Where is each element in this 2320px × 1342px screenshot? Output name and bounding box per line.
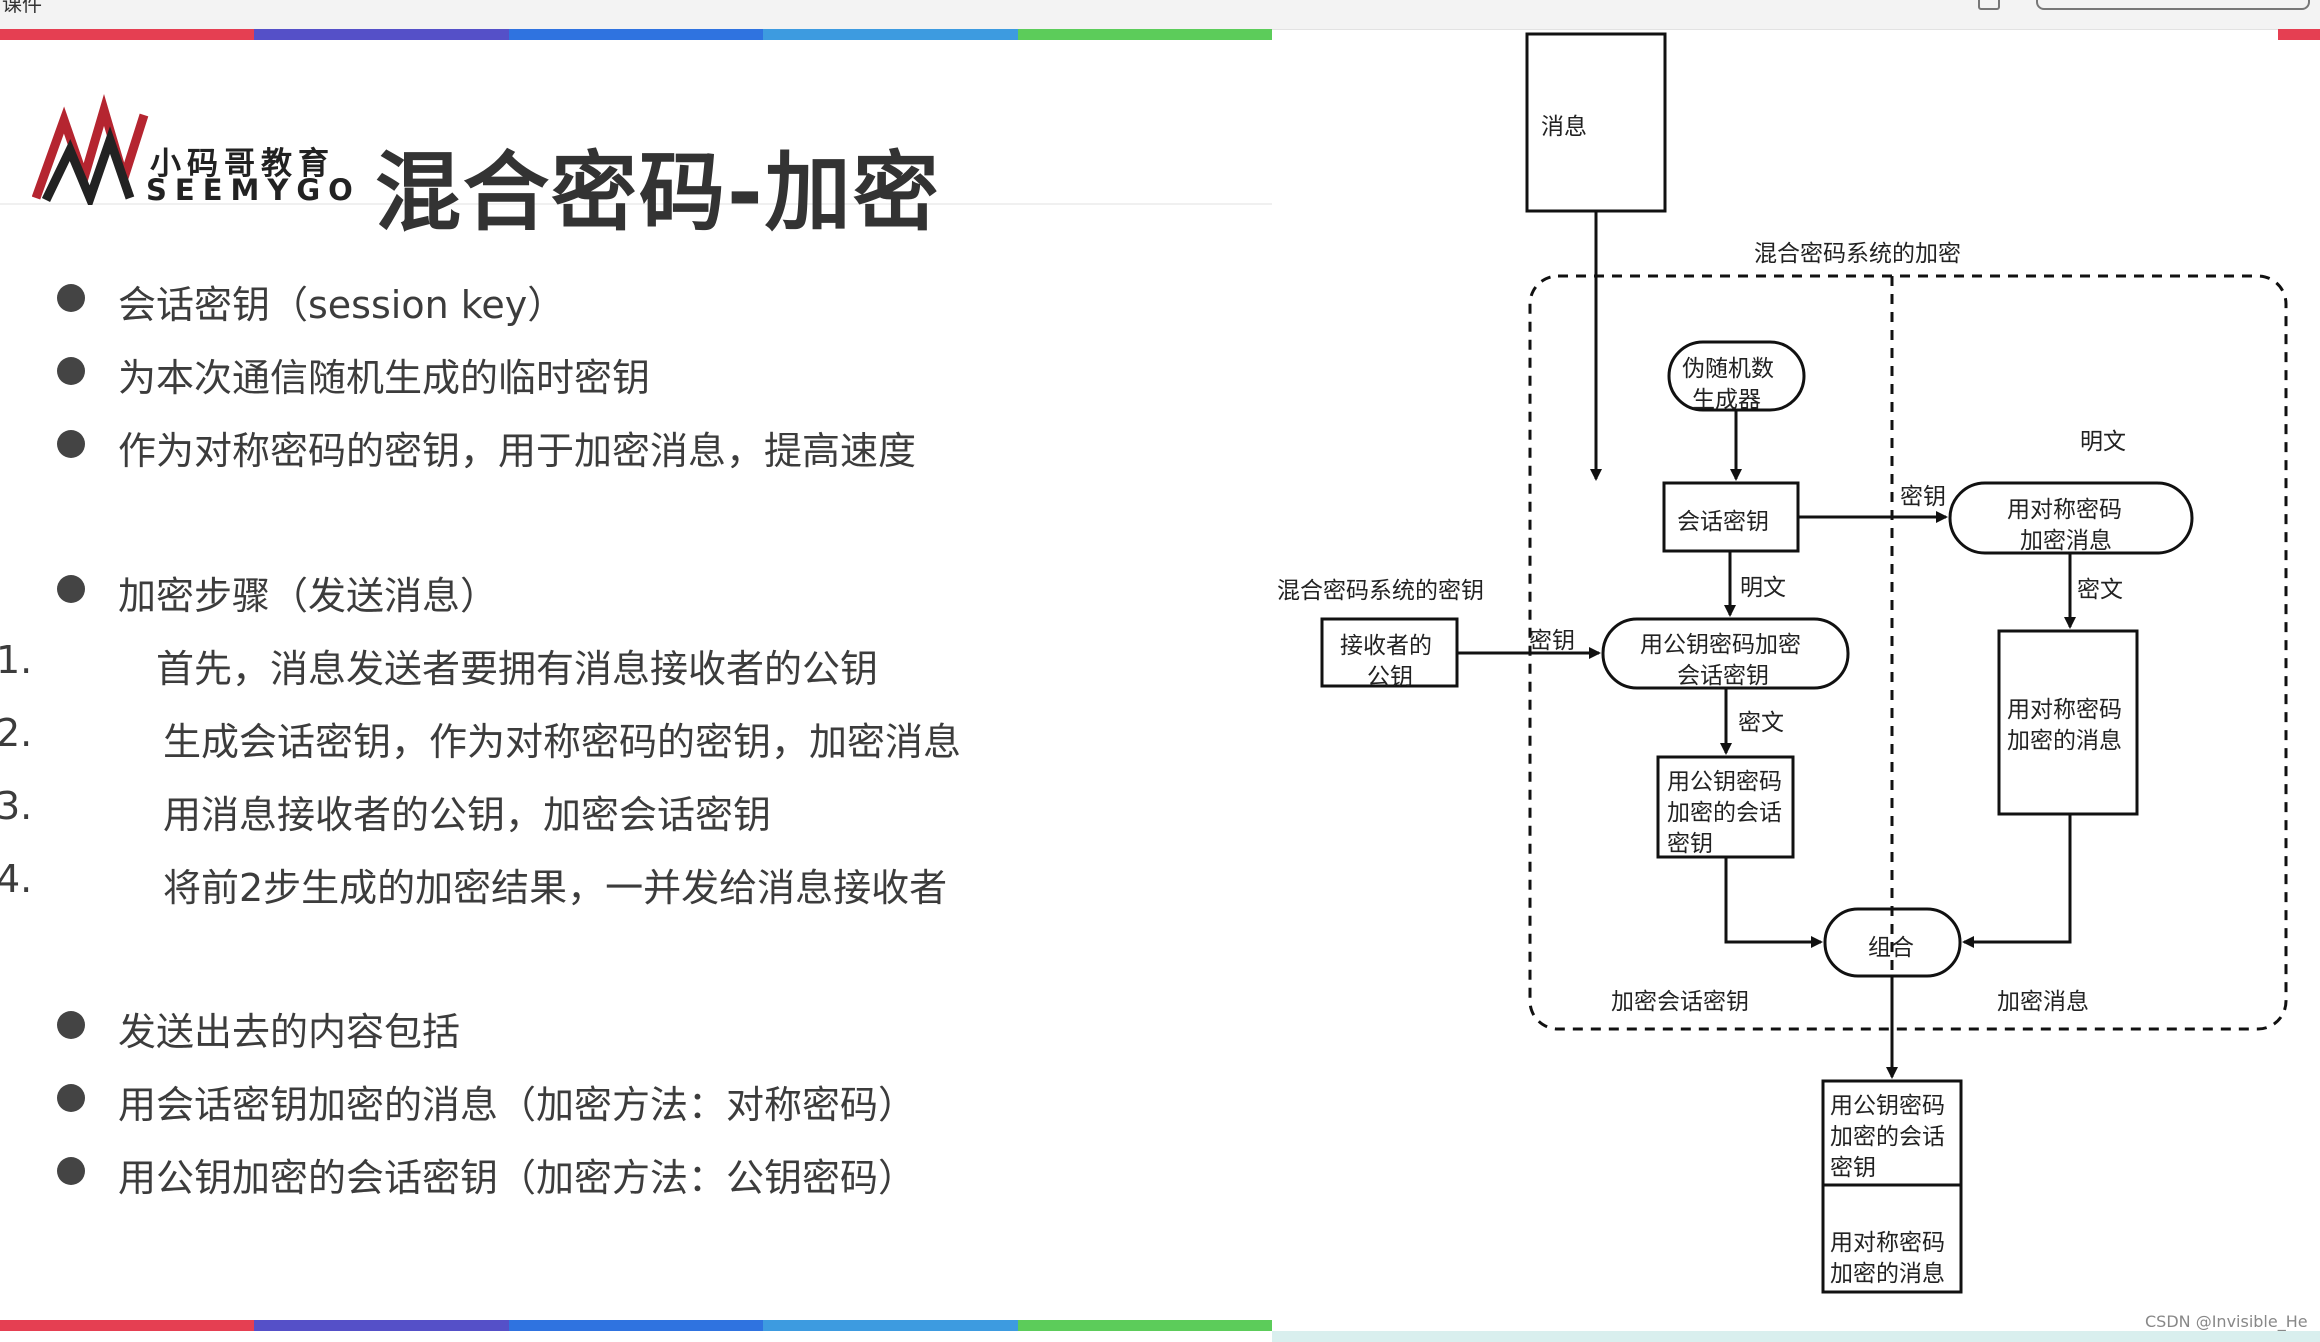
bullet-dot (57, 1084, 85, 1112)
pk-encrypt-session-label-1: 用公钥密码加密 (1640, 632, 1801, 658)
search-field[interactable] (2036, 0, 2310, 10)
bottom-band (1272, 1331, 2320, 1342)
system-key-label: 混合密码系统的密钥 (1277, 578, 1484, 604)
csdn-watermark: CSDN @Invisible_He (2145, 1312, 2308, 1331)
bullet-dot (57, 1011, 85, 1039)
pk-encrypted-session-label-3: 密钥 (1667, 831, 1713, 857)
logo-cn-text: 小码哥教育 (150, 146, 335, 182)
right-color-stripe (2278, 29, 2320, 40)
prng-label-1: 伪随机数 (1682, 356, 1774, 382)
receiver-pubkey-label-2: 公钥 (1367, 664, 1413, 690)
slide-title: 混合密码-加密 (375, 143, 941, 243)
output-bottom-label-1: 用对称密码 (1830, 1230, 1945, 1256)
header-divider (0, 203, 1272, 205)
key-label: 密钥 (1900, 484, 1946, 510)
step-text: 将前2步生成的加密结果，一并发给消息接收者 (163, 866, 948, 910)
pk-encrypted-session-label-1: 用公钥密码 (1667, 769, 1782, 795)
bullet-dot (57, 1157, 85, 1185)
bullet-dot (57, 430, 85, 458)
message-label: 消息 (1541, 114, 1587, 140)
output-top-label-3: 密钥 (1830, 1155, 1876, 1181)
arrow-to-combine-right (1962, 814, 2072, 948)
output-bottom-label-2: 加密的消息 (1830, 1261, 1945, 1287)
bullet-symmetric-use: 作为对称密码的密钥，用于加密消息，提高速度 (118, 429, 917, 473)
step-number: 2. (0, 711, 33, 755)
step-number: 4. (0, 857, 33, 901)
step-text: 用消息接收者的公钥，加密会话密钥 (163, 793, 772, 837)
sym-encrypted-label-1: 用对称密码 (2007, 697, 2122, 723)
top-color-stripe (0, 29, 1273, 40)
seemygo-logo-icon (32, 94, 149, 205)
step-text: 生成会话密钥，作为对称密码的密钥，加密消息 (163, 720, 962, 764)
ciphertext-label: 密文 (1738, 710, 1784, 736)
sym-encrypted-label-2: 加密的消息 (2007, 728, 2122, 754)
arrow-to-combine-left (1724, 857, 1823, 948)
combine-label: 组合 (1868, 935, 1914, 961)
output-bottom-box (1821, 1183, 1963, 1294)
session-key-label: 会话密钥 (1677, 509, 1769, 535)
plaintext-label: 明文 (2080, 429, 2126, 455)
window-title: 课件 (2, 0, 42, 16)
hybrid-encryption-diagram: 消息 混合密码系统的加密 混合密码系统的密钥 伪随机数 生成器 会话密钥 接收者… (1272, 29, 2320, 1331)
step-number: 3. (0, 784, 33, 828)
receiver-pubkey-label-1: 接收者的 (1340, 633, 1432, 659)
bullet-sent-content: 发送出去的内容包括 (118, 1010, 461, 1054)
key-label: 密钥 (1529, 628, 1575, 654)
output-top-label-2: 加密的会话 (1830, 1124, 1945, 1150)
step-number: 1. (0, 638, 33, 682)
bullet-dot (57, 357, 85, 385)
bullet-encrypted-session-key: 用公钥加密的会话密钥（加密方法：公钥密码） (118, 1156, 917, 1200)
diagram-canvas (1320, 32, 2288, 1294)
steps-heading: 加密步骤（发送消息） (118, 574, 499, 618)
output-top-label-1: 用公钥密码 (1830, 1093, 1945, 1119)
window-titlebar: 课件 (0, 0, 2320, 30)
step-text: 首先，消息发送者要拥有消息接收者的公钥 (156, 647, 879, 691)
ciphertext-label: 密文 (2077, 577, 2123, 603)
bottom-color-stripe (0, 1320, 1273, 1331)
sym-encrypt-label-1: 用对称密码 (2007, 497, 2122, 523)
bullet-session-key: 会话密钥（session key） (118, 283, 566, 327)
encrypt-message-region-label: 加密消息 (1997, 989, 2089, 1015)
encrypt-session-region-label: 加密会话密钥 (1611, 989, 1749, 1015)
bullet-dot (57, 575, 85, 603)
logo-en-text: SEEMYGO (146, 173, 361, 207)
pk-encrypt-session-label-2: 会话密钥 (1677, 663, 1769, 689)
bullet-encrypted-message: 用会话密钥加密的消息（加密方法：对称密码） (118, 1083, 917, 1127)
system-encrypt-label: 混合密码系统的加密 (1754, 241, 1961, 267)
sym-encrypt-label-2: 加密消息 (2020, 528, 2112, 554)
bullet-dot (57, 284, 85, 312)
pk-encrypted-session-label-2: 加密的会话 (1667, 800, 1782, 826)
sym-encrypted-box (1997, 629, 2139, 816)
prng-label-2: 生成器 (1692, 387, 1761, 413)
window-control-icon[interactable] (1978, 0, 2000, 10)
bullet-temp-key: 为本次通信随机生成的临时密钥 (118, 356, 651, 400)
plaintext-label: 明文 (1740, 575, 1786, 601)
